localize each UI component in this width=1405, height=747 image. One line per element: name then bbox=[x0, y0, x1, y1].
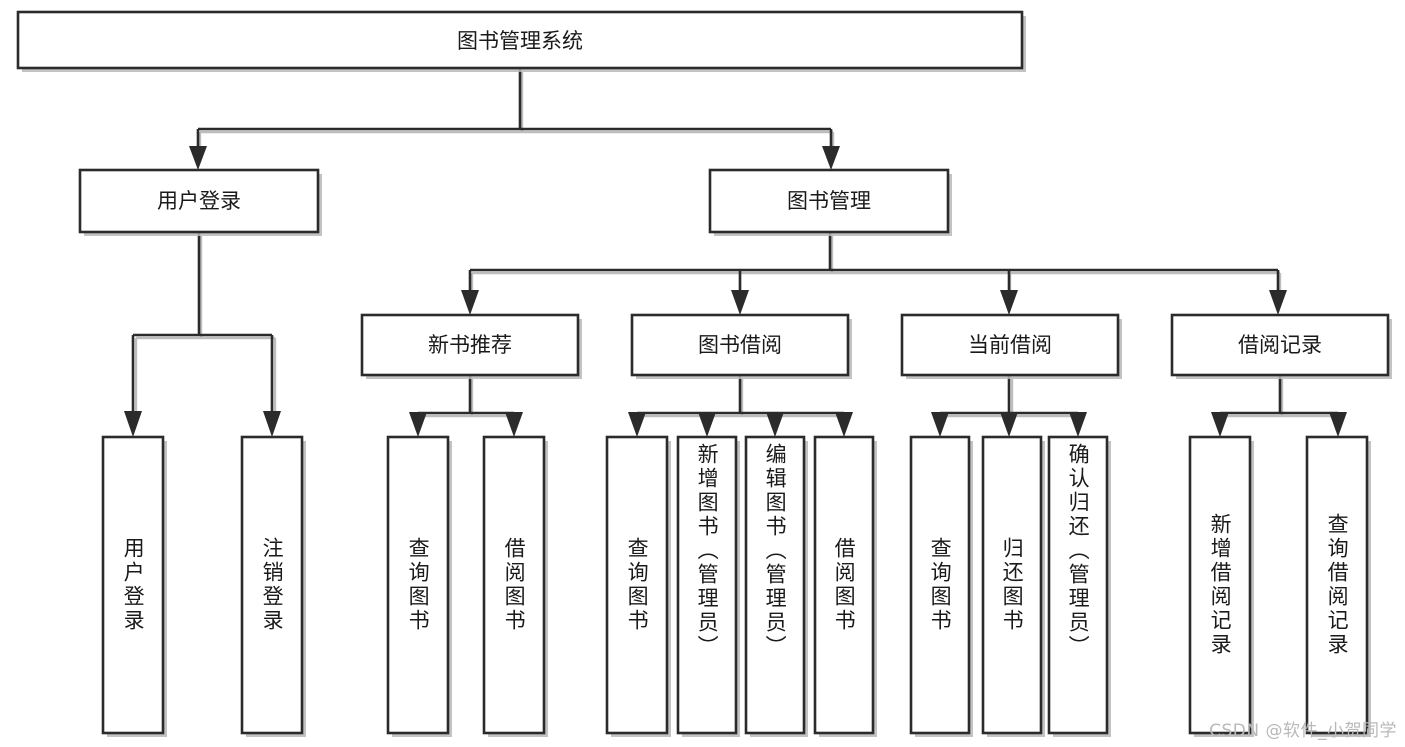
node-book-manage-label: 图书管理 bbox=[787, 189, 871, 213]
node-leaf-add-book[interactable] bbox=[676, 435, 740, 737]
arrow-head-leaf-query-book-2 bbox=[628, 412, 646, 437]
leaf-boxes-layer bbox=[101, 435, 1371, 737]
node-current-loans-label: 当前借阅 bbox=[968, 333, 1052, 357]
arrow-head-leaf-add-book bbox=[698, 412, 716, 437]
arrow-head-book-manage bbox=[822, 146, 840, 170]
arrow-head-leaf-edit-book bbox=[766, 412, 784, 437]
connector-layer bbox=[124, 68, 1347, 437]
node-root-label: 图书管理系统 bbox=[457, 29, 583, 53]
arrow-head-loan-records bbox=[1269, 290, 1287, 315]
node-new-book-rec[interactable]: 新书推荐 bbox=[360, 313, 582, 379]
node-new-book-rec-label: 新书推荐 bbox=[428, 333, 512, 357]
node-book-manage[interactable]: 图书管理 bbox=[708, 168, 952, 236]
node-leaf-add-record[interactable] bbox=[1188, 435, 1254, 737]
edge-book-borrow-to-leaves bbox=[628, 375, 853, 437]
edge-book-manage-to-level3 bbox=[461, 232, 1287, 315]
edge-loan-records-to-leaves bbox=[1211, 375, 1347, 437]
arrow-head-leaf-confirm-return bbox=[1069, 412, 1087, 437]
arrow-head-leaf-query-book-3 bbox=[931, 412, 949, 437]
node-loan-records-label: 借阅记录 bbox=[1238, 333, 1322, 357]
node-leaf-query-book-2[interactable] bbox=[605, 435, 671, 737]
arrow-head-leaf-query-book-1 bbox=[409, 412, 427, 437]
node-leaf-user-logout[interactable] bbox=[240, 435, 306, 737]
arrow-head-leaf-borrow-book-2 bbox=[835, 412, 853, 437]
arrow-head-leaf-user-logout bbox=[263, 411, 281, 437]
arrow-head-leaf-borrow-book-1 bbox=[505, 412, 523, 437]
arrow-head-leaf-query-record bbox=[1329, 412, 1347, 437]
arrow-head-leaf-user-login bbox=[124, 411, 142, 437]
arrow-head-leaf-add-record bbox=[1211, 412, 1229, 437]
node-loan-records[interactable]: 借阅记录 bbox=[1170, 313, 1392, 379]
arrow-head-new-book-rec bbox=[461, 290, 479, 315]
arrow-head-current-loans bbox=[1000, 290, 1018, 315]
node-leaf-query-book-1[interactable] bbox=[386, 435, 452, 737]
node-leaf-query-book-3[interactable] bbox=[909, 435, 973, 737]
node-book-borrow-label: 图书借阅 bbox=[698, 333, 782, 357]
edge-user-login-to-leaves bbox=[124, 232, 281, 437]
arrow-head-leaf-return-book bbox=[1000, 412, 1018, 437]
arrow-head-user-login bbox=[189, 146, 207, 170]
node-leaf-borrow-book-1[interactable] bbox=[482, 435, 548, 737]
node-user-login[interactable]: 用户登录 bbox=[78, 168, 322, 236]
node-leaf-query-record[interactable] bbox=[1305, 435, 1371, 737]
node-book-borrow[interactable]: 图书借阅 bbox=[630, 313, 852, 379]
node-current-loans[interactable]: 当前借阅 bbox=[900, 313, 1122, 379]
edge-new-book-rec-to-leaves bbox=[409, 375, 523, 437]
node-leaf-return-book[interactable] bbox=[981, 435, 1045, 737]
node-root[interactable]: 图书管理系统 bbox=[16, 10, 1026, 72]
arrow-head-book-borrow bbox=[731, 290, 749, 315]
edge-root-to-level2 bbox=[189, 68, 840, 170]
edge-current-loans-to-leaves bbox=[931, 375, 1087, 437]
node-leaf-borrow-book-2[interactable] bbox=[813, 435, 877, 737]
node-user-login-label: 用户登录 bbox=[157, 189, 241, 213]
node-leaf-user-login[interactable] bbox=[101, 435, 167, 737]
node-leaf-edit-book[interactable] bbox=[744, 435, 808, 737]
node-leaf-confirm-return[interactable] bbox=[1047, 435, 1111, 737]
